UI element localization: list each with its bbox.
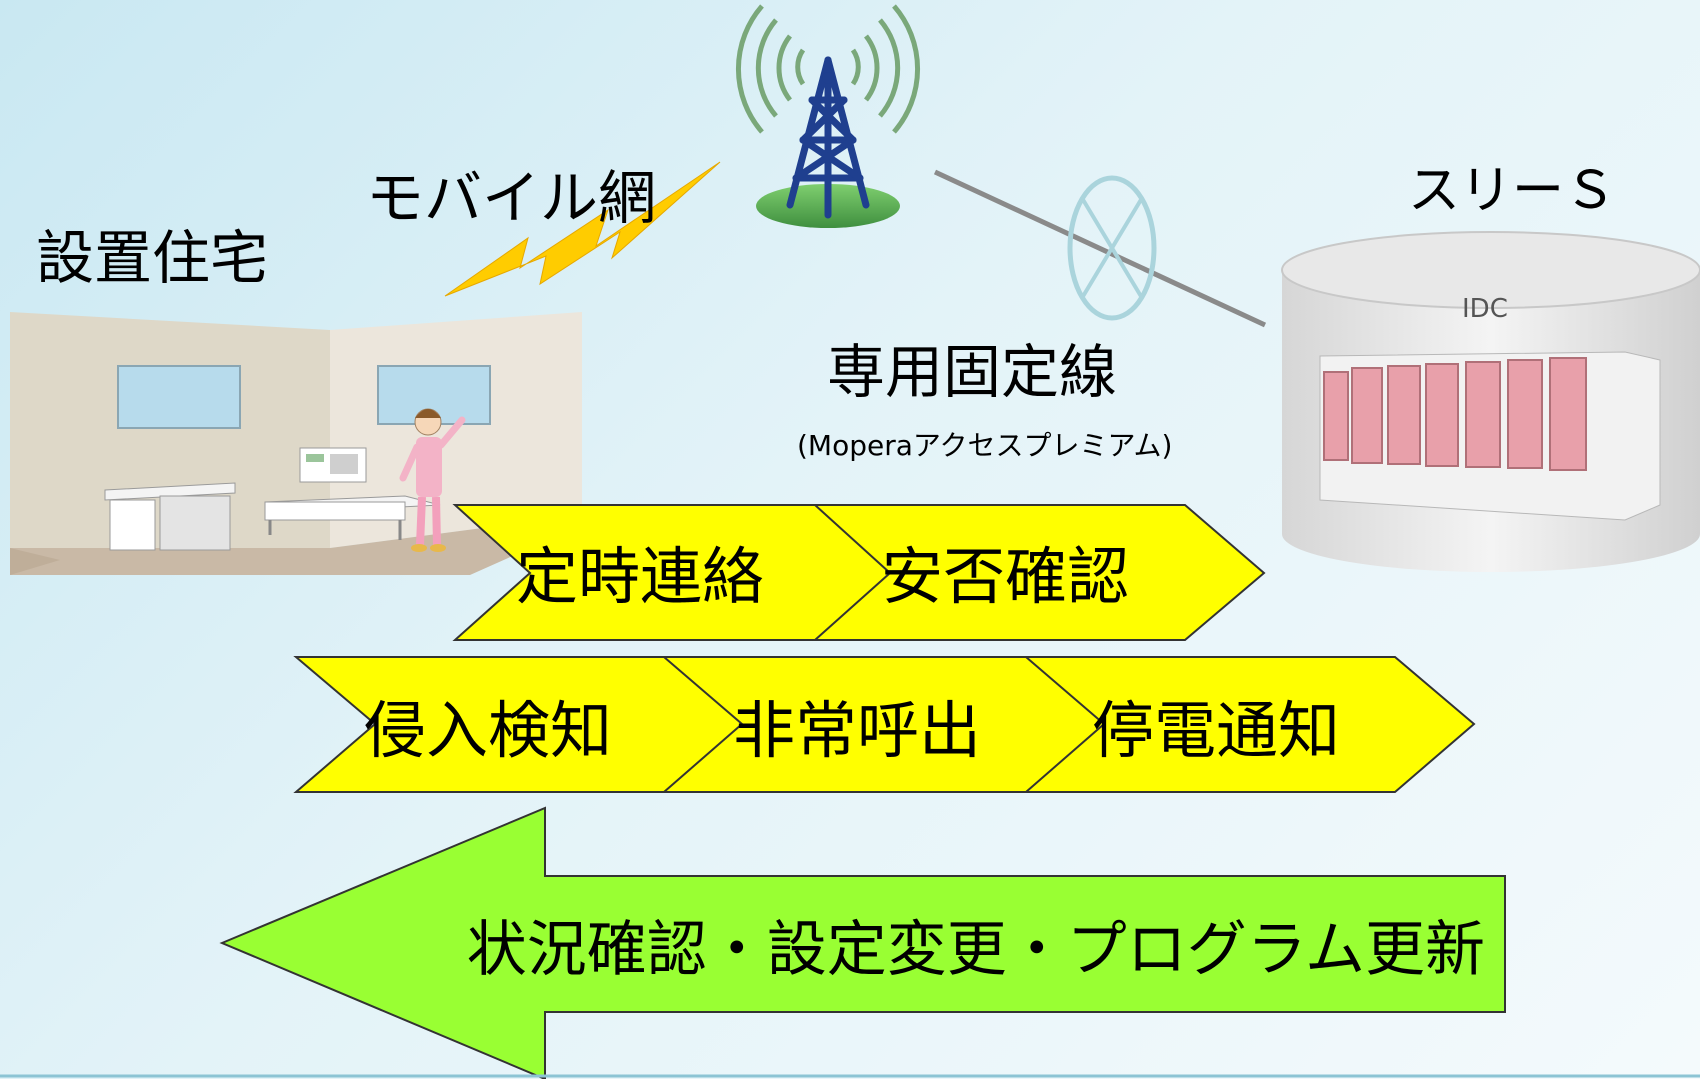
- upstream-label: 定時連絡: [516, 540, 764, 613]
- upstream-label: 非常呼出: [733, 694, 981, 767]
- three-s-label: スリーＳ: [1408, 161, 1616, 221]
- upstream-row-2: 侵入検知 非常呼出 停電通知: [293, 656, 1476, 793]
- dedicated-line-sublabel: (Moperaアクセスプレミアム): [797, 429, 1172, 462]
- dedicated-line: [933, 169, 1267, 328]
- upstream-label: 侵入検知: [364, 694, 612, 767]
- upstream-chevron: [812, 504, 1266, 641]
- upstream-label: 安否確認: [881, 540, 1129, 613]
- idc-label: IDC: [1462, 294, 1508, 324]
- downstream-label: 状況確認・設定変更・プログラム更新: [467, 915, 1485, 985]
- upstream-chevron: [1023, 656, 1476, 793]
- downstream-arrow: 状況確認・設定変更・プログラム更新: [219, 806, 1506, 1079]
- network-cloud-icon: [1067, 175, 1157, 321]
- upstream-row-1: 定時連絡 安否確認: [452, 504, 1266, 641]
- lightning-icon: [444, 161, 721, 297]
- mobile-network-label: モバイル網: [366, 164, 656, 232]
- person-figure: [399, 408, 466, 552]
- upstream-label: 停電通知: [1092, 694, 1340, 767]
- idc-datacenter: [1281, 231, 1700, 572]
- dedicated-line-label: 専用固定線: [827, 338, 1117, 406]
- installation-home-label: 設置住宅: [36, 224, 268, 292]
- room-illustration: [10, 312, 582, 575]
- antenna-tower-icon: [736, 4, 920, 228]
